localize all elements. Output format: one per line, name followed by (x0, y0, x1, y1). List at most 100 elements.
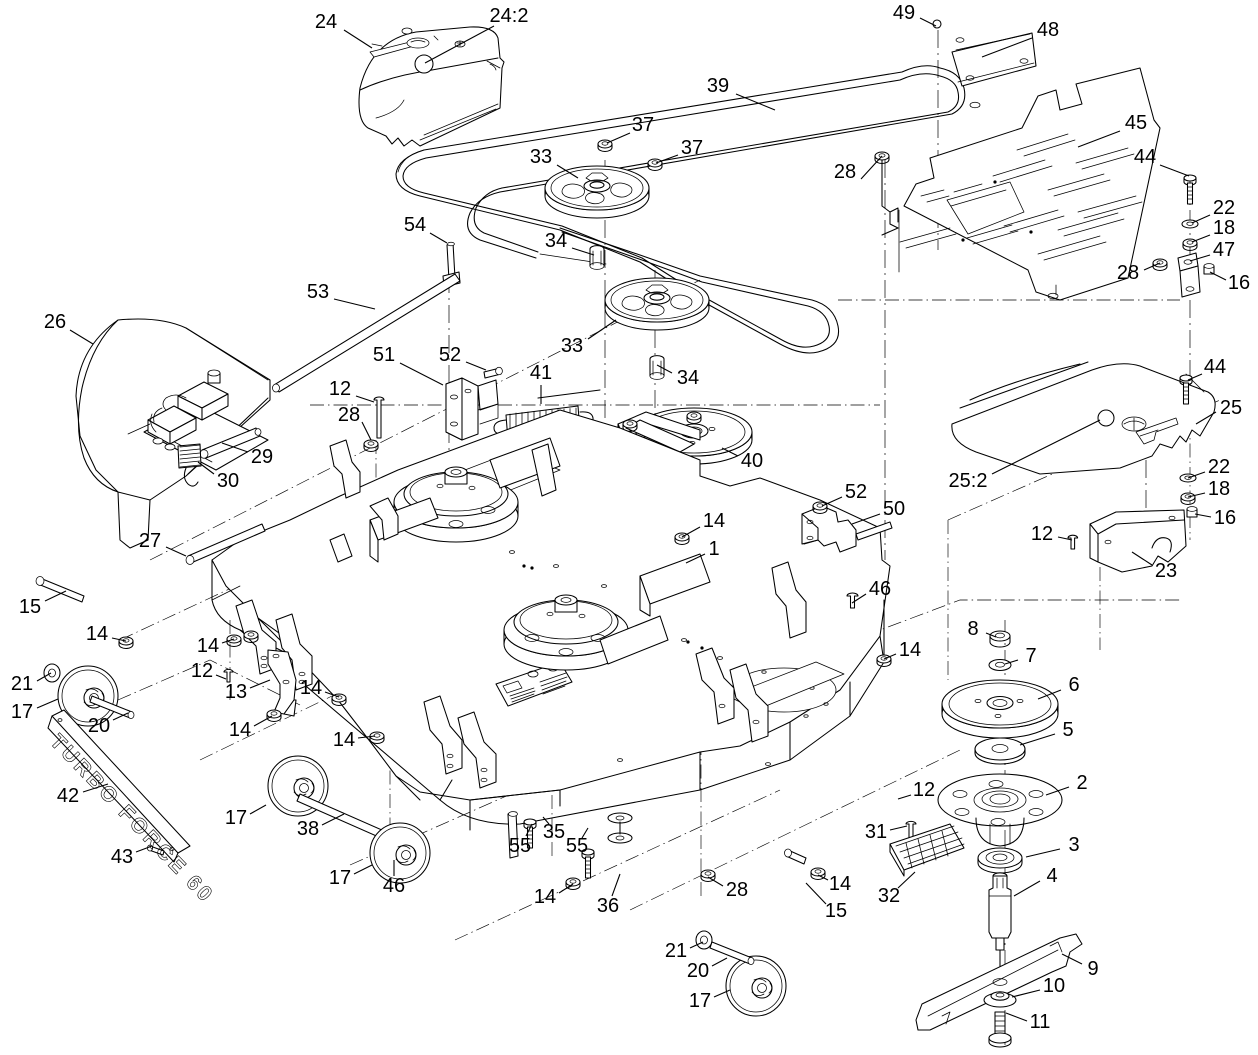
part-15-pin-a (35, 576, 85, 603)
callout-18: 18 (1207, 478, 1231, 500)
part-26-grass-deflector (75, 318, 271, 549)
part-51-idler-bracket (445, 377, 499, 441)
part-18-nut-b (1180, 492, 1196, 506)
callout-7: 7 (1025, 645, 1037, 667)
part-12-pin-c (1067, 534, 1079, 550)
callout-14: 14 (228, 719, 252, 741)
callout-8: 8 (967, 618, 979, 640)
callout-14: 14 (299, 677, 323, 699)
part-44-bolt-a (1183, 174, 1197, 205)
callout-48: 48 (1036, 19, 1060, 41)
callout-34: 34 (676, 367, 700, 389)
callout-24-2: 24:2 (489, 5, 529, 27)
part-16-nut-b (1186, 506, 1198, 518)
callout-15: 15 (18, 596, 42, 618)
part-50-bracket (801, 505, 893, 553)
callout-38: 38 (296, 818, 320, 840)
callout-54: 54 (403, 214, 427, 236)
part-24-belt-cover (358, 26, 505, 147)
callout-18: 18 (1212, 217, 1236, 239)
callout-35: 35 (542, 821, 566, 843)
callout-12: 12 (912, 779, 936, 801)
callout-45: 45 (1124, 112, 1148, 134)
callout-51: 51 (372, 344, 396, 366)
callout-36: 36 (596, 895, 620, 917)
callout-21: 21 (10, 673, 34, 695)
callout-17: 17 (328, 867, 352, 889)
callout-17: 17 (688, 990, 712, 1012)
part-29-rod (199, 427, 262, 459)
part-35-pulley-washers (607, 812, 633, 844)
callout-17: 17 (10, 701, 34, 723)
callout-12: 12 (328, 378, 352, 400)
callout-14: 14 (828, 873, 852, 895)
part-15-pin-b (784, 848, 807, 865)
callout-21: 21 (664, 940, 688, 962)
callout-2: 2 (1076, 772, 1088, 794)
callout-50: 50 (882, 498, 906, 520)
callout-14: 14 (196, 635, 220, 657)
callout-46: 46 (868, 578, 892, 600)
part-28-pin-a (363, 439, 379, 453)
warning-decal (495, 661, 573, 707)
callout-4: 4 (1046, 865, 1058, 887)
part-21-bushing-b (695, 930, 713, 950)
callout-9: 9 (1087, 958, 1099, 980)
part-27-rod (185, 523, 266, 565)
part-53-rod (272, 273, 461, 393)
callout-52: 52 (438, 344, 462, 366)
callout-3: 3 (1068, 834, 1080, 856)
callout-47: 47 (1212, 239, 1236, 261)
callout-20: 20 (686, 960, 710, 982)
callout-29: 29 (250, 446, 274, 468)
part-12-pin-a (373, 396, 385, 439)
callout-15: 15 (824, 900, 848, 922)
callout-16: 16 (1213, 507, 1237, 529)
callout-55: 55 (565, 835, 589, 857)
part-16-nut-a (1203, 263, 1215, 275)
callout-41: 41 (529, 362, 553, 384)
callout-23: 23 (1154, 560, 1178, 582)
part-33-idler-pulley-lower (604, 277, 710, 331)
callout-52: 52 (844, 481, 868, 503)
callout-17: 17 (224, 807, 248, 829)
callout-28: 28 (337, 404, 361, 426)
callout-1: 1 (708, 538, 720, 560)
callout-28: 28 (725, 879, 749, 901)
callout-14: 14 (85, 623, 109, 645)
spindle-stack (915, 630, 1083, 1048)
part-49-pin (932, 19, 942, 29)
part-34-spacer-a (589, 245, 605, 270)
callout-6: 6 (1068, 674, 1080, 696)
callout-27: 27 (138, 530, 162, 552)
callout-49: 49 (892, 2, 916, 24)
callout-37: 37 (631, 114, 655, 136)
callout-40: 40 (740, 450, 764, 472)
callout-44: 44 (1203, 356, 1227, 378)
part-36-rod (507, 811, 519, 859)
callout-12: 12 (190, 660, 214, 682)
callout-53: 53 (306, 281, 330, 303)
part-20-axle-b (709, 941, 755, 965)
callout-55: 55 (508, 835, 532, 857)
callout-20: 20 (87, 715, 111, 737)
callout-25-2: 25:2 (948, 470, 988, 492)
callout-42: 42 (56, 785, 80, 807)
part-52-bolt-a (483, 366, 503, 379)
callout-44: 44 (1133, 146, 1157, 168)
callout-31: 31 (864, 821, 888, 843)
callout-33: 33 (529, 146, 553, 168)
part-17-caster-c (369, 822, 431, 884)
part-21-bushing-a (43, 663, 61, 683)
part-17-caster-d (725, 955, 787, 1017)
callout-25: 25 (1219, 397, 1243, 419)
callout-22: 22 (1212, 197, 1236, 219)
callout-34: 34 (544, 230, 568, 252)
callout-32: 32 (877, 885, 901, 907)
callout-12: 12 (1030, 523, 1054, 545)
callout-43: 43 (110, 846, 134, 868)
part-23-bracket (1089, 509, 1187, 573)
part-20-axle-a (89, 695, 135, 719)
